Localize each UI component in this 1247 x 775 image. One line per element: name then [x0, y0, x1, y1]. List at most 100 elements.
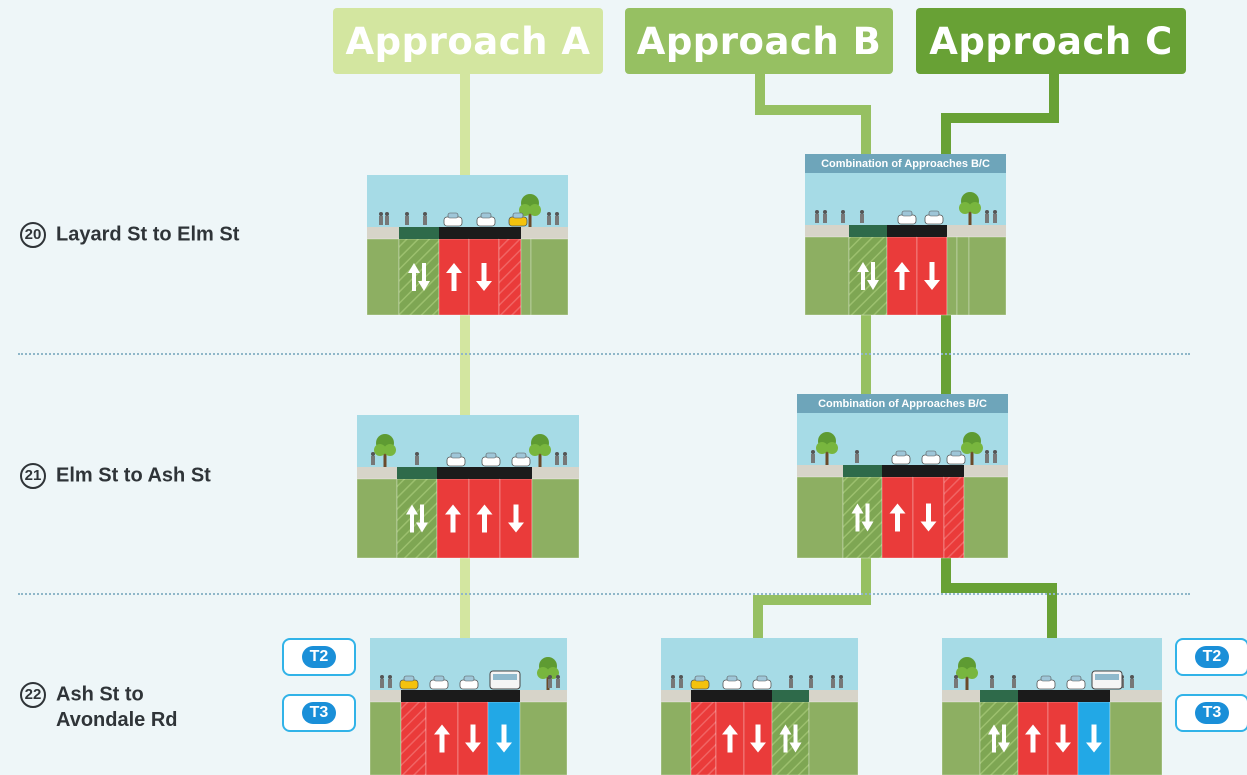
pedestrian-body [423, 216, 427, 225]
pedestrian-body [388, 679, 392, 688]
car-window [512, 212, 524, 219]
tree-canopy [529, 204, 541, 216]
pedestrian-body [985, 454, 989, 463]
arrow-up-icon [1025, 724, 1041, 753]
lane [848, 236, 888, 316]
approach-b-header: Approach B [625, 8, 893, 74]
bidirectional-arrow-icon [779, 724, 792, 753]
roadway-band [744, 690, 772, 702]
arrow-up-icon [476, 504, 493, 533]
pedestrian-head [823, 210, 827, 214]
t2-tag-left: T2 [282, 638, 356, 676]
pedestrian-head [985, 210, 989, 214]
lane [804, 236, 850, 316]
segment-name-22-line2: Avondale Rd [56, 709, 178, 731]
car-window [480, 212, 492, 219]
roadway-band [469, 467, 500, 479]
lane [519, 701, 568, 775]
lane [356, 478, 398, 559]
pedestrian-head [679, 675, 683, 679]
lane [943, 476, 965, 559]
lane [660, 701, 692, 775]
car-window [925, 450, 937, 457]
approach-c-header: Approach C [916, 8, 1186, 74]
bus-window [1095, 674, 1119, 680]
car-window [756, 675, 768, 682]
arrow-down-icon [465, 724, 481, 753]
roadway-band [691, 690, 716, 702]
roadway-band [1048, 690, 1078, 702]
roadway-band [917, 225, 947, 237]
pedestrian-head [379, 212, 383, 216]
car-window [950, 450, 962, 457]
tree-canopy [969, 202, 981, 214]
tree-canopy [966, 667, 978, 679]
car [752, 679, 772, 690]
pedestrian-head [380, 675, 384, 679]
pedestrian-head [405, 212, 409, 216]
car-window [895, 450, 907, 457]
pedestrian-body [671, 679, 675, 688]
pedestrian-body [679, 679, 683, 688]
car [481, 456, 501, 467]
pedestrian-head [841, 210, 845, 214]
bidirectional-arrow-icon [418, 263, 430, 291]
segment-name-22-line1: Ash St to [56, 683, 144, 706]
car-window [433, 675, 445, 682]
car [1066, 679, 1086, 690]
lane [771, 701, 810, 775]
pedestrian-body [860, 214, 864, 223]
tree-canopy [374, 444, 386, 456]
bidirectional-arrow-icon [988, 724, 1000, 753]
pedestrian-head [415, 452, 419, 456]
tree-trunk [383, 445, 387, 467]
lane [366, 238, 400, 316]
pedestrian-body [855, 454, 859, 463]
segment-name-21: Elm St to Ash St [56, 464, 211, 487]
t2-badge: T2 [301, 646, 337, 668]
tree-canopy [959, 202, 971, 214]
bikeway-band [843, 465, 882, 477]
pedestrian-head [371, 452, 375, 456]
car-window [1040, 675, 1052, 682]
roadway-band [500, 467, 532, 479]
car [476, 216, 496, 227]
roadway-band [944, 465, 964, 477]
pedestrian-head [423, 212, 427, 216]
pedestrian-body [556, 679, 560, 688]
car [1036, 679, 1056, 690]
roadway-band [913, 465, 944, 477]
lane [396, 478, 438, 559]
arrow-down-icon [496, 724, 512, 753]
lane [400, 701, 427, 775]
bidirectional-arrow-icon [406, 504, 418, 533]
car [443, 216, 463, 227]
pedestrian-body [993, 454, 997, 463]
lane [946, 236, 958, 316]
tree-trunk [968, 203, 972, 225]
car [511, 456, 531, 467]
lane [498, 238, 522, 316]
pedestrian-body [548, 679, 552, 688]
pedestrian-head [555, 212, 559, 216]
car-window [403, 675, 415, 682]
tree-canopy [529, 444, 541, 456]
tree-canopy [956, 667, 968, 679]
car-window [901, 210, 913, 217]
pedestrian-body [841, 214, 845, 223]
tree-canopy [826, 442, 838, 454]
car-window [463, 675, 475, 682]
car [690, 679, 710, 690]
lane [520, 238, 532, 316]
arrow-up-icon [445, 504, 461, 533]
car [722, 679, 742, 690]
tree-trunk [538, 445, 542, 467]
bidirectional-arrow-icon [867, 262, 879, 290]
pedestrian-head [990, 675, 994, 679]
car-window [928, 210, 940, 217]
car [508, 216, 528, 227]
